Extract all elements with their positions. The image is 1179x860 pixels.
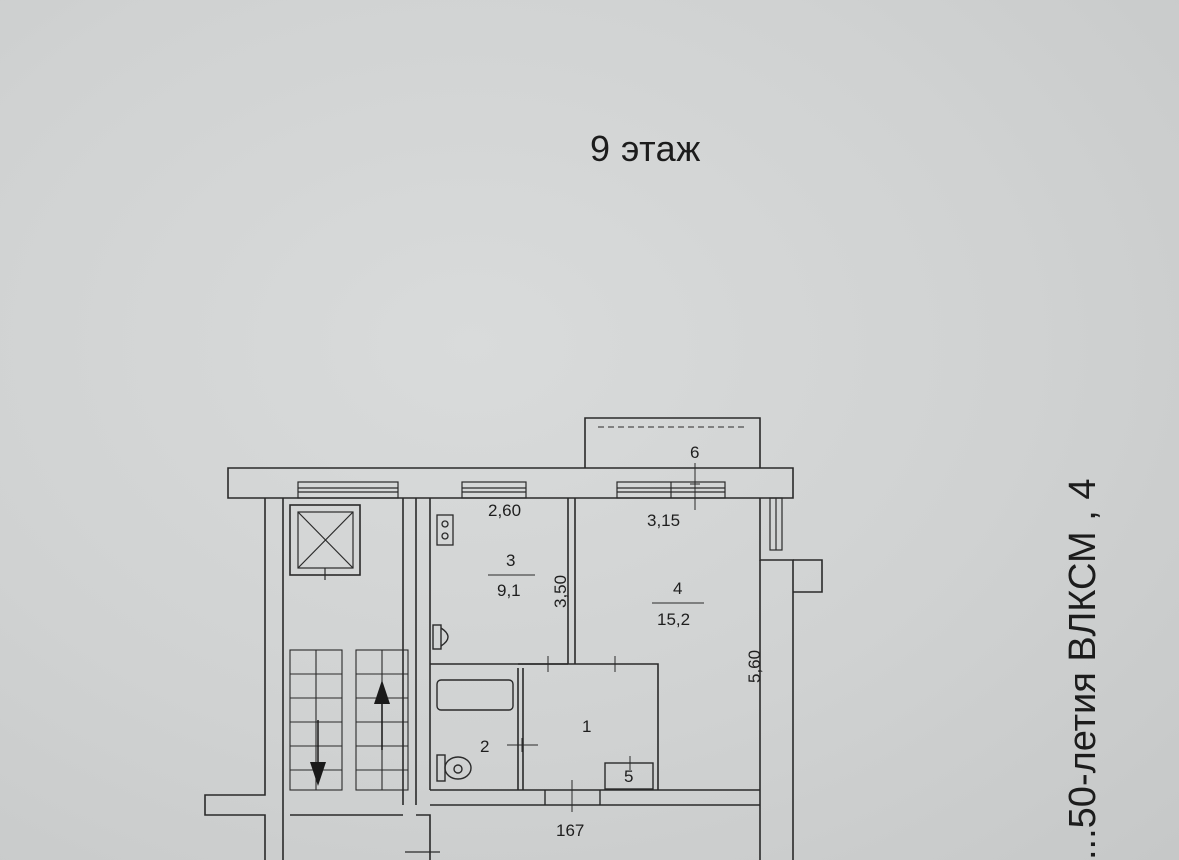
window-room3 bbox=[461, 481, 527, 499]
room5-number: 5 bbox=[624, 767, 633, 786]
partition-corridor-top bbox=[518, 663, 659, 790]
sink bbox=[432, 624, 449, 650]
outer-wall-right bbox=[759, 498, 794, 860]
dim-room4-length: 5,60 bbox=[745, 650, 764, 683]
room3-number: 3 bbox=[506, 551, 515, 570]
dim-room4-width: 3,15 bbox=[647, 511, 680, 530]
room3-area: 9,1 bbox=[497, 581, 521, 600]
dim-room3-width: 2,60 bbox=[488, 501, 521, 520]
room6-number: 6 bbox=[690, 443, 699, 462]
window-right bbox=[769, 497, 783, 551]
storage-closet bbox=[604, 762, 654, 790]
room4-number: 4 bbox=[673, 579, 682, 598]
window-room4 bbox=[616, 481, 726, 499]
room4-area: 15,2 bbox=[657, 610, 690, 629]
lower-wall-left bbox=[290, 814, 431, 860]
floor-title: 9 этаж bbox=[590, 128, 701, 169]
street-address-label: ...50-летия ВЛКСМ , 4 bbox=[1062, 478, 1104, 860]
bathtub bbox=[436, 679, 514, 711]
partition-bath-corridor bbox=[517, 668, 524, 790]
dimension-ticks bbox=[488, 463, 704, 812]
outer-wall-top bbox=[227, 467, 794, 499]
outer-wall-left bbox=[204, 498, 266, 860]
stove bbox=[436, 514, 454, 546]
arrow-up-icon bbox=[374, 680, 390, 704]
dim-door-width: 167 bbox=[556, 821, 584, 840]
room2-number: 2 bbox=[480, 737, 489, 756]
wall-right-step bbox=[793, 559, 823, 593]
stair-arrows bbox=[310, 680, 390, 786]
balcony-outline bbox=[584, 417, 761, 468]
entrance-door bbox=[544, 790, 601, 805]
dim-room3-length: 3,50 bbox=[551, 575, 570, 608]
arrow-down-icon bbox=[310, 762, 326, 786]
room1-number: 1 bbox=[582, 717, 591, 736]
toilet bbox=[436, 754, 472, 782]
window-left bbox=[297, 481, 399, 499]
